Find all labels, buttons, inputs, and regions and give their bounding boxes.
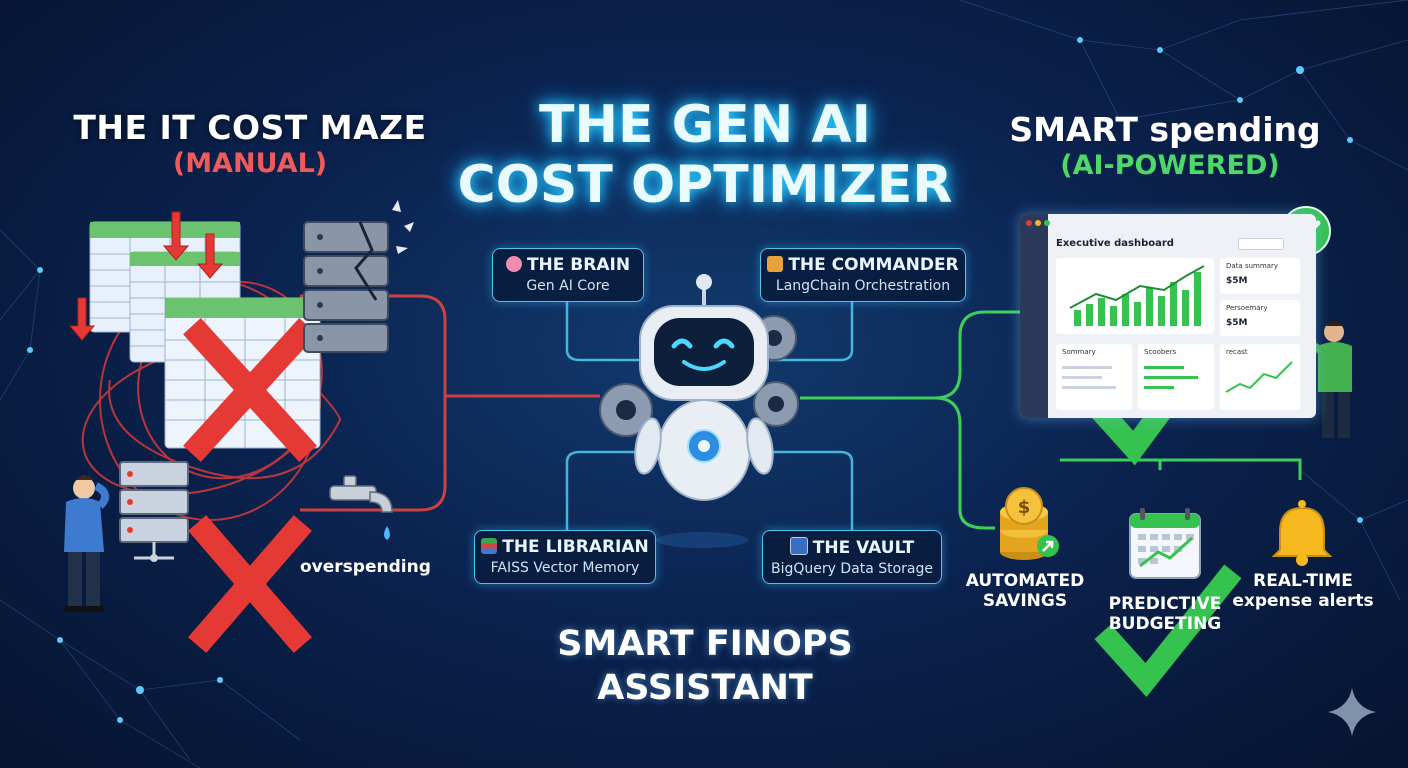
forecast-label: recast bbox=[1226, 348, 1248, 356]
robot-icon bbox=[599, 274, 799, 548]
books-icon bbox=[481, 538, 498, 554]
right-subtitle: (AI-POWERED) bbox=[1060, 150, 1280, 181]
bell-icon bbox=[1271, 500, 1333, 566]
right-title: SMART spending bbox=[1009, 110, 1321, 149]
data-summary-label: Data summary bbox=[1226, 262, 1278, 270]
forecast-line-chart bbox=[1225, 361, 1293, 393]
benefit-real-time-alerts: REAL-TIME expense alerts bbox=[1228, 571, 1378, 611]
benefit-line2: expense alerts bbox=[1232, 591, 1374, 611]
coins-icon: $ bbox=[1000, 487, 1059, 560]
persoemary-value: $5M bbox=[1226, 318, 1248, 328]
card-title: THE COMMANDER bbox=[788, 255, 959, 275]
card-title: THE VAULT bbox=[812, 538, 915, 558]
dashboard-title: Executive dashboard bbox=[1056, 238, 1174, 249]
overspending-label: overspending bbox=[300, 557, 431, 577]
server-icon bbox=[119, 461, 189, 562]
faucet-icon bbox=[329, 475, 393, 513]
benefit-line1: AUTOMATED bbox=[965, 571, 1085, 591]
card-subtitle: LangChain Orchestration bbox=[775, 278, 951, 294]
card-title: THE BRAIN bbox=[526, 255, 631, 275]
left-title: THE IT COST MAZE bbox=[73, 108, 427, 147]
card-the-vault[interactable]: THE VAULT BigQuery Data Storage bbox=[762, 530, 942, 584]
dashboard-sidebar bbox=[1020, 214, 1048, 418]
benefit-predictive-budgeting: PREDICTIVE BUDGETING bbox=[1100, 594, 1230, 634]
benefit-line1: REAL-TIME bbox=[1253, 571, 1353, 591]
card-subtitle: BigQuery Data Storage bbox=[770, 561, 934, 577]
floppy-disk-icon bbox=[789, 537, 808, 555]
card-the-librarian[interactable]: THE LIBRARIAN FAISS Vector Memory bbox=[474, 530, 656, 584]
sparkle-icon bbox=[1328, 688, 1376, 736]
card-subtitle: Gen AI Core bbox=[526, 278, 610, 294]
svg-text:$: $ bbox=[1018, 497, 1031, 518]
benefit-line1: PREDICTIVE bbox=[1108, 594, 1222, 614]
bottom-title: SMART FINOPS ASSISTANT bbox=[520, 622, 890, 710]
calendar-icon bbox=[1129, 508, 1201, 579]
persoemary-label: Persoemary bbox=[1226, 304, 1268, 312]
benefit-line2: BUDGETING bbox=[1108, 614, 1222, 634]
savings-bar-chart bbox=[1069, 265, 1205, 326]
red-x-icon bbox=[183, 318, 317, 462]
bottom-title-line2: ASSISTANT bbox=[597, 668, 813, 708]
presenter-person-icon bbox=[1294, 321, 1352, 438]
card-the-brain[interactable]: THE BRAIN Gen AI Core bbox=[492, 248, 644, 302]
card-title: THE LIBRARIAN bbox=[502, 537, 649, 557]
left-subtitle: (MANUAL) bbox=[172, 148, 328, 179]
data-summary-value: $5M bbox=[1226, 276, 1248, 286]
brain-icon bbox=[505, 256, 522, 272]
executive-dashboard[interactable]: Executive dashboard Data summary $5M Per… bbox=[1020, 214, 1316, 418]
main-title-line1: THE GEN AI bbox=[538, 95, 872, 155]
card-subtitle: FAISS Vector Memory bbox=[490, 560, 640, 576]
benefit-automated-savings: AUTOMATED SAVINGS bbox=[960, 571, 1090, 611]
main-title-line2: COST OPTIMIZER bbox=[457, 155, 953, 215]
scoobers-label: Scoobers bbox=[1144, 348, 1177, 356]
server-stack-icon bbox=[303, 200, 414, 353]
stressed-person-icon bbox=[64, 475, 110, 612]
bottom-title-line1: SMART FINOPS bbox=[557, 624, 853, 664]
summary-label: Sommary bbox=[1062, 348, 1096, 356]
benefit-line2: SAVINGS bbox=[982, 591, 1068, 611]
card-the-commander[interactable]: THE COMMANDER LangChain Orchestration bbox=[760, 248, 966, 302]
clipboard-icon bbox=[767, 256, 784, 272]
